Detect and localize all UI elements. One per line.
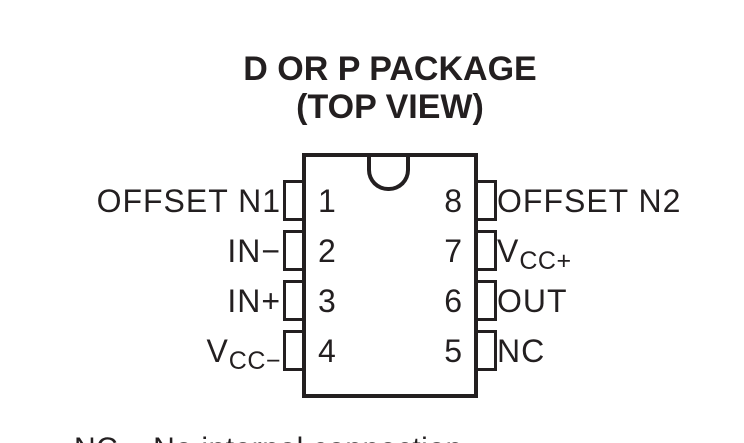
pin-4-label-subscript: CC− bbox=[228, 347, 281, 375]
pin-number-7: 7 bbox=[444, 233, 462, 269]
pin-number-3: 3 bbox=[318, 283, 336, 319]
pin-8-label-text: OFFSET N2 bbox=[497, 183, 682, 219]
pin-2-label-text: IN− bbox=[227, 233, 281, 269]
pin1-index-notch bbox=[367, 157, 410, 191]
pin-5-label: NC bbox=[497, 332, 545, 373]
pin-7-label-text: V bbox=[497, 233, 520, 269]
pin-5-label-text: NC bbox=[497, 333, 546, 369]
pin-number-5: 5 bbox=[444, 333, 462, 369]
pin-8-label: OFFSET N2 bbox=[497, 182, 681, 223]
pin-3-label: IN+ bbox=[227, 282, 281, 323]
pin-3-label-text: IN+ bbox=[227, 283, 281, 319]
pin-1-label-text: OFFSET N1 bbox=[96, 183, 281, 219]
pin-4-label: VCC− bbox=[206, 332, 281, 375]
package-name: D OR P PACKAGE bbox=[243, 50, 537, 88]
pin-6-label-text: OUT bbox=[497, 283, 568, 319]
nc-footnote: NC – No internal connection bbox=[74, 432, 463, 443]
pin-6-label: OUT bbox=[497, 282, 568, 323]
diagram-title: D OR P PACKAGE (TOP VIEW) bbox=[140, 50, 640, 126]
pin-number-6: 6 bbox=[444, 283, 462, 319]
pin-1-label: OFFSET N1 bbox=[97, 182, 281, 223]
pin-7-label: VCC+ bbox=[497, 232, 572, 275]
view-label: (TOP VIEW) bbox=[296, 88, 484, 126]
ic-package-body bbox=[302, 153, 478, 398]
pin-number-1: 1 bbox=[318, 183, 336, 219]
pin-2-label: IN− bbox=[227, 232, 281, 273]
pin-7-label-subscript: CC+ bbox=[519, 247, 572, 275]
pin-number-2: 2 bbox=[318, 233, 336, 269]
pin-number-4: 4 bbox=[318, 333, 336, 369]
pin-number-8: 8 bbox=[444, 183, 462, 219]
pin-4-label-text: V bbox=[206, 333, 229, 369]
